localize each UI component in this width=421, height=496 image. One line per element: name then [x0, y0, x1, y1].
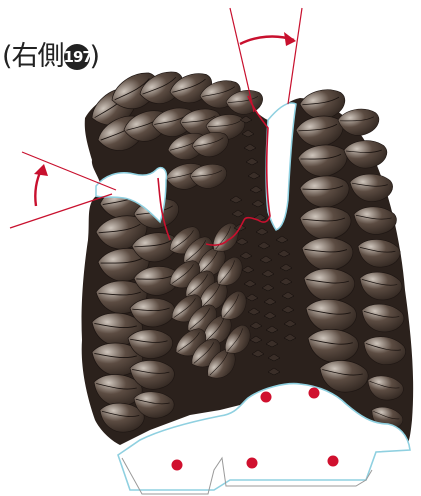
plug-marker-icon: [172, 460, 183, 471]
plug-marker-icon: [309, 388, 320, 399]
plug-marker-icon: [261, 392, 272, 403]
plug-marker-icon: [247, 458, 258, 469]
plug-marker-icon: [328, 456, 339, 467]
